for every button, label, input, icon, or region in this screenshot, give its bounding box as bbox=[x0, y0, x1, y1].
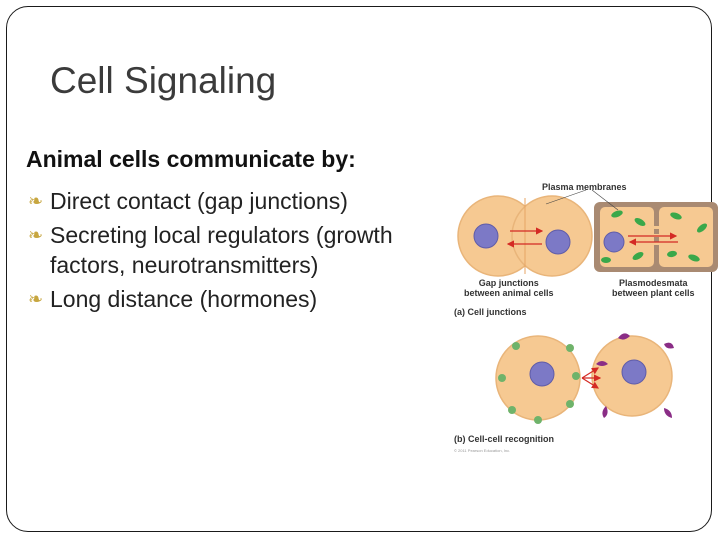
slide-title: Cell Signaling bbox=[50, 60, 277, 101]
bullet-icon: ❧ bbox=[28, 225, 44, 245]
recognition-cells bbox=[495, 333, 674, 424]
bullet-text: Secreting local regulators (growth facto… bbox=[50, 222, 393, 278]
diagram-illustration bbox=[457, 189, 718, 424]
bullet-text: Long distance (hormones) bbox=[50, 286, 318, 312]
bullet-item: ❧ Secreting local regulators (growth fact… bbox=[28, 220, 448, 280]
label-plasmodesmata: Plasmodesmata between plant cells bbox=[612, 278, 695, 298]
animal-cells bbox=[457, 195, 593, 277]
bullet-icon: ❧ bbox=[28, 191, 44, 211]
bullet-icon: ❧ bbox=[28, 289, 44, 309]
label-gap-junctions: Gap junctions between animal cells bbox=[464, 278, 554, 298]
cell-junction-diagram: Plasma membranes Gap junctions between a… bbox=[446, 176, 718, 456]
slide-heading: Animal cells communicate by: bbox=[26, 146, 356, 172]
label-panel-b: (b) Cell-cell recognition bbox=[454, 434, 555, 444]
label-panel-a: (a) Cell junctions bbox=[454, 307, 527, 317]
figure-credit: © 2011 Pearson Education, Inc. bbox=[454, 448, 511, 453]
bullet-list: ❧ Direct contact (gap junctions) ❧ Secreti… bbox=[28, 186, 448, 318]
bullet-text: Direct contact (gap junctions) bbox=[50, 188, 348, 214]
bullet-item: ❧ Long distance (hormones) bbox=[28, 284, 448, 314]
label-plasma-membranes: Plasma membranes bbox=[542, 182, 627, 192]
plant-cells bbox=[594, 202, 718, 272]
bullet-item: ❧ Direct contact (gap junctions) bbox=[28, 186, 448, 216]
